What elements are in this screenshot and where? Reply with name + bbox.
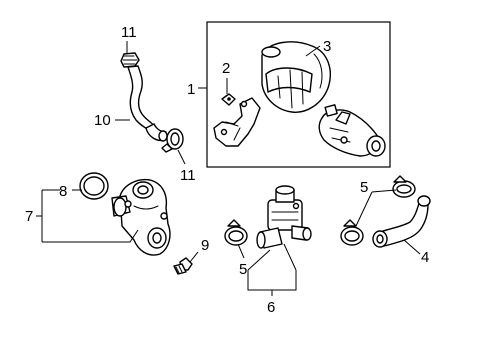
- callout-10: 10: [94, 112, 111, 129]
- callout-labels: 11 10 11 1 2 3 8 7 9 5 6 5 4: [25, 24, 429, 316]
- callout-5-left: 5: [239, 261, 247, 278]
- callout-7: 7: [25, 208, 33, 225]
- clamp-part-5-upper-right: [392, 175, 416, 198]
- clamp-part-11-top: [120, 52, 140, 68]
- hose-part-10: [127, 65, 168, 142]
- callout-6: 6: [267, 299, 275, 316]
- callout-11-lower: 11: [180, 167, 196, 184]
- inset-box-assembly-1: [206, 21, 391, 168]
- callout-9: 9: [201, 237, 209, 254]
- clamp-part-11-lower: [161, 128, 184, 153]
- bolt-part-9: [173, 257, 193, 275]
- gasket-part-8: [79, 172, 109, 200]
- valve-assembly-part-6: [256, 185, 312, 249]
- callout-3: 3: [323, 38, 331, 55]
- pump-cover-part-3: [261, 41, 331, 113]
- callout-11-top: 11: [121, 24, 137, 41]
- hose-part-4: [372, 195, 431, 248]
- nut-part-2: [221, 93, 236, 106]
- leader-lines: [36, 41, 421, 296]
- electric-water-pump: [318, 104, 386, 157]
- callout-2: 2: [222, 60, 230, 77]
- callout-5-right: 5: [360, 179, 368, 196]
- clamp-part-5-lower-right: [340, 219, 364, 246]
- callout-8: 8: [59, 183, 67, 200]
- callout-4: 4: [421, 249, 429, 266]
- clamp-part-5-left: [224, 219, 248, 246]
- callout-1: 1: [187, 81, 195, 98]
- mounting-bracket: [213, 97, 261, 147]
- thermostat-housing-part-7: [111, 178, 171, 256]
